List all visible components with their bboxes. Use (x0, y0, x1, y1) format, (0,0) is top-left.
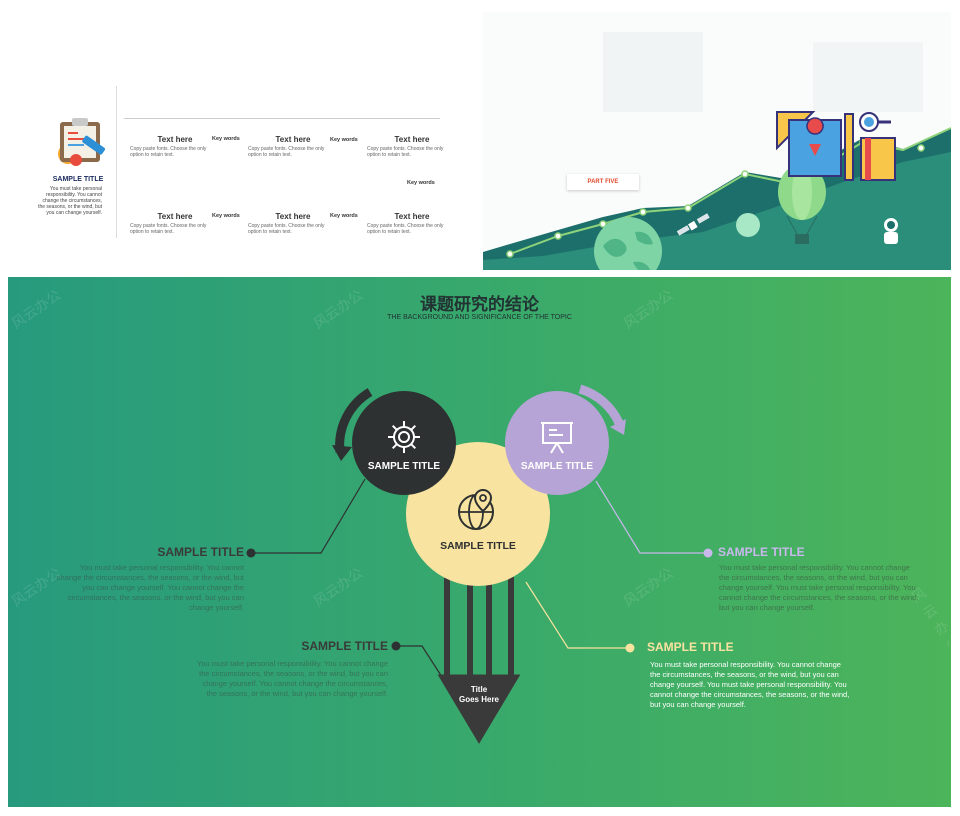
text-cell: Text here Copy paste fonts. Choose the o… (367, 135, 457, 158)
gear-icon (388, 421, 420, 453)
cell-body: Copy paste fonts. Choose the only option… (130, 223, 207, 235)
cell-body: Copy paste fonts. Choose the only option… (248, 223, 325, 235)
slide-thumbnail-right (483, 12, 951, 270)
satellite-icon (676, 213, 710, 236)
keyword-label: Key words (212, 213, 240, 219)
sample-description: You must take personal responsibility. Y… (38, 186, 102, 216)
pencil-label-line-2: Goes Here (458, 695, 500, 704)
cell-body: Copy paste fonts. Choose the only option… (367, 146, 444, 158)
cell-body: Copy paste fonts. Choose the only option… (367, 223, 444, 235)
sample-title: SAMPLE TITLE (52, 176, 104, 183)
slide-thumbnail-left: SAMPLE TITLE You must take personal resp… (0, 0, 480, 272)
map-icon (788, 117, 842, 177)
item-description: You must take personal responsibility. Y… (650, 660, 850, 709)
text-cell: Text here Copy paste fonts. Choose the o… (248, 135, 338, 158)
circle-dark-label: SAMPLE TITLE (367, 461, 441, 472)
item-title: SAMPLE TITLE (301, 639, 388, 653)
keyword-label: Key words (212, 136, 240, 142)
text-cell: Text here Copy paste fonts. Choose the o… (248, 212, 338, 235)
balloon-icon (778, 164, 826, 244)
text-cell: Text here Copy paste fonts. Choose the o… (130, 135, 220, 158)
item-description: You must take personal responsibility. Y… (56, 563, 244, 612)
text-cell: Text here Copy paste fonts. Choose the o… (367, 212, 457, 235)
item-title: SAMPLE TITLE (157, 545, 244, 559)
cell-heading: Text here (275, 135, 311, 144)
page-title: 课题研究的结论 (420, 295, 539, 315)
globe-pin-icon (458, 488, 494, 530)
item-title: SAMPLE TITLE (647, 640, 734, 654)
main-slide: 风云办公 风云办公 风云办公 风云办公 风云办公 风云办公 风云办公 课题研究的… (8, 277, 951, 807)
clipboard-icon (58, 118, 105, 166)
map-tools-illustration (776, 111, 896, 181)
cell-heading: Text here (157, 212, 193, 221)
item-title: SAMPLE TITLE (718, 545, 805, 559)
diagram-graphics (246, 384, 713, 744)
magnifier-icon (859, 112, 891, 132)
pencil-label-line-1: Title (470, 685, 488, 694)
astronaut-icon (884, 218, 898, 244)
text-cell: Text here Copy paste fonts. Choose the o… (130, 212, 220, 235)
item-description: You must take personal responsibility. Y… (197, 659, 388, 698)
part-label: PART FIVE (567, 174, 639, 190)
circle-yellow-label: SAMPLE TITLE (440, 540, 516, 552)
circle-dark: SAMPLE TITLE (352, 391, 456, 495)
planet-icon (594, 217, 662, 270)
keyword-label: Key words (330, 137, 358, 143)
book-icon (860, 137, 896, 181)
presentation-icon (541, 422, 573, 454)
page-subtitle: THE BACKGROUND AND SIGNIFICANCE OF THE T… (387, 314, 572, 321)
divider-vertical (116, 86, 117, 238)
cell-body: Copy paste fonts. Choose the only option… (130, 146, 207, 158)
cell-heading: Text here (275, 212, 311, 221)
item-description: You must take personal responsibility. Y… (719, 563, 919, 612)
pencil-label: Title Goes Here (438, 685, 520, 705)
pencil-icon (437, 577, 521, 744)
circle-purple: SAMPLE TITLE (505, 391, 609, 495)
cell-body: Copy paste fonts. Choose the only option… (248, 146, 325, 158)
cell-heading: Text here (157, 135, 193, 144)
divider-horizontal (124, 118, 440, 119)
keyword-label: Key words (330, 213, 358, 219)
cell-heading: Text here (394, 212, 430, 221)
cell-heading: Text here (394, 135, 430, 144)
circle-purple-label: SAMPLE TITLE (520, 461, 594, 472)
moon-icon (736, 213, 760, 237)
keyword-label: Key words (407, 180, 435, 186)
